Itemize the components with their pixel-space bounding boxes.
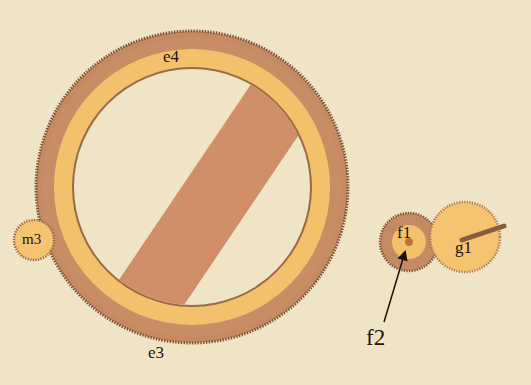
part-label: m3 — [22, 232, 41, 247]
part-label: e3 — [148, 344, 164, 361]
gear-f2 — [392, 225, 426, 259]
part-label: g1 — [455, 239, 472, 256]
leader-arrow — [384, 252, 405, 322]
part-label: f2 — [366, 326, 385, 349]
gear-m3 — [14, 220, 54, 260]
cross-bar — [103, 22, 350, 342]
axle-rod — [462, 226, 504, 240]
part-label: e4 — [163, 48, 179, 65]
part-label: f1 — [397, 224, 411, 241]
